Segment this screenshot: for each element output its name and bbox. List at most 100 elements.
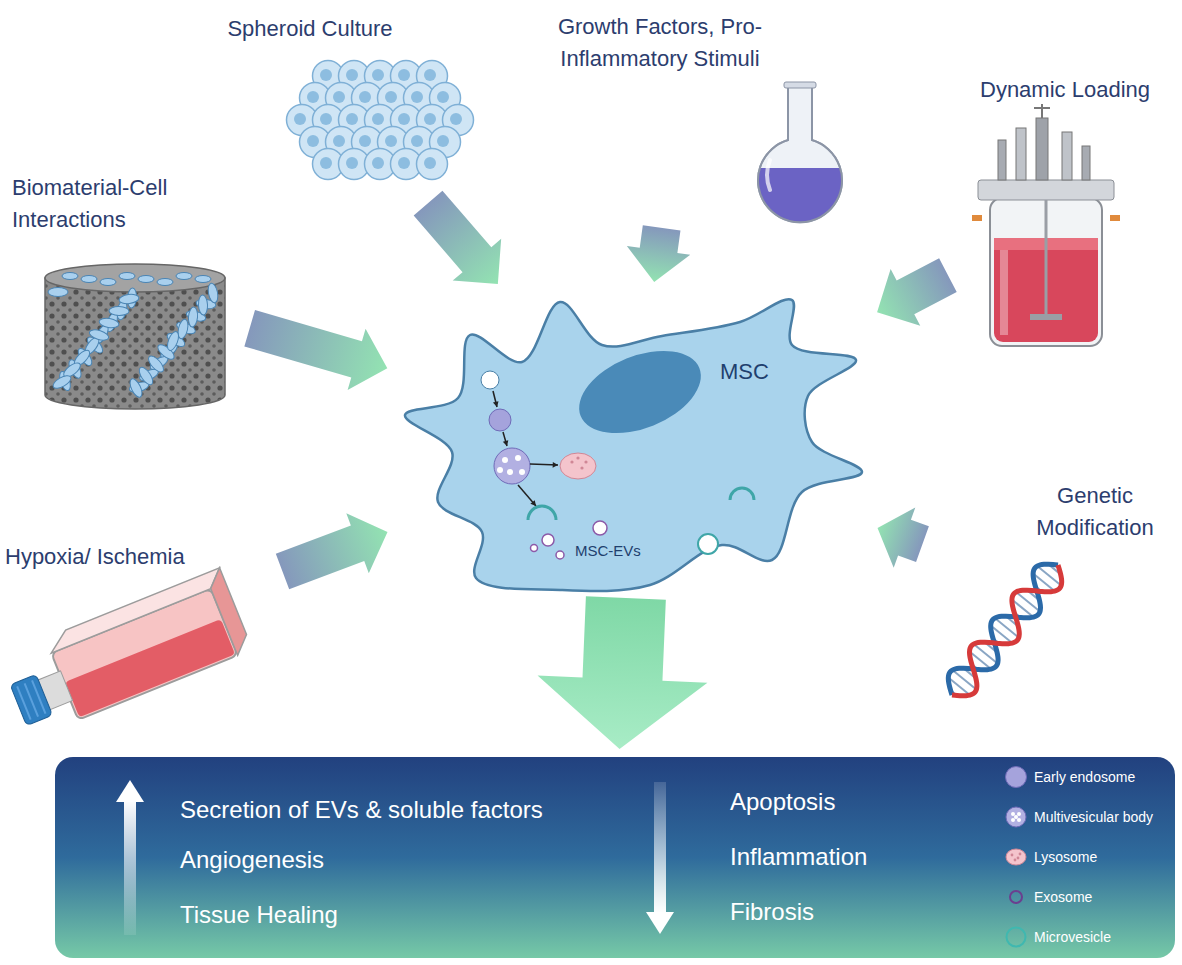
- spheroid-illustration-part: [320, 69, 332, 81]
- msc-cell-illustration: [405, 299, 862, 591]
- legend-symbol-part: [1017, 818, 1021, 822]
- stimulus-label: Biomaterial-Cell Interactions: [12, 172, 212, 236]
- scaffold-illustration-part: [51, 373, 73, 391]
- effect-label: Secretion of EVs & soluble factors: [180, 793, 650, 828]
- msc-cell-illustration-part: [489, 409, 511, 431]
- scaffold-illustration-part: [109, 306, 129, 315]
- legend-symbol-part: [1017, 812, 1021, 816]
- block-arrow: [414, 191, 501, 284]
- spheroid-illustration-part: [424, 69, 436, 81]
- effect-label: Fibrosis: [730, 895, 970, 930]
- outcome-panel-part: [646, 912, 674, 934]
- legend-symbol: [1005, 806, 1027, 828]
- legend-symbol-part: [1017, 857, 1020, 860]
- msc-cell-illustration-part: [556, 551, 564, 559]
- stimulus-label: Dynamic Loading: [965, 74, 1165, 106]
- legend-symbol: [1005, 926, 1027, 948]
- stimulus-label: Growth Factors, Pro-Inflammatory Stimuli: [510, 11, 810, 75]
- stimulus-label: Spheroid Culture: [210, 13, 410, 45]
- bioreactor-illustration-part: [1000, 250, 1008, 335]
- spheroid-illustration-part: [372, 113, 384, 125]
- culture-flask-illustration-part: [10, 674, 52, 725]
- scaffold-illustration-part: [100, 279, 116, 286]
- spheroid-illustration-part: [411, 135, 423, 147]
- legend-symbol-part: [1011, 818, 1015, 822]
- legend-symbol: [1005, 886, 1027, 908]
- effect-label: Apoptosis: [730, 785, 970, 820]
- legend-label: Lysosome: [1034, 849, 1097, 865]
- legend-symbol-part: [1014, 859, 1017, 862]
- msc-cell-illustration-part: [560, 453, 596, 479]
- spheroid-illustration-part: [385, 91, 397, 103]
- scaffold-illustration-part: [176, 273, 192, 280]
- spheroid-illustration: [287, 61, 474, 180]
- scaffold-illustration-part: [45, 278, 225, 409]
- scaffold-illustration-part: [62, 273, 78, 280]
- scaffold-illustration-part: [128, 377, 145, 399]
- legend-item: Microvesicle: [1005, 925, 1111, 949]
- bioreactor-illustration: [972, 104, 1120, 346]
- msc-cell-illustration-part: [493, 401, 499, 407]
- stimulus-node: Dynamic Loading: [955, 68, 1175, 360]
- msc-cell-illustration-part: [698, 534, 718, 554]
- msc-cell-illustration-part: [530, 500, 536, 506]
- outcome-panel-part: [124, 800, 136, 935]
- spheroid-illustration-part: [437, 91, 449, 103]
- msc-cell-illustration-part: [593, 521, 607, 535]
- spheroid-illustration-part: [346, 113, 358, 125]
- legend-item: Lysosome: [1005, 845, 1097, 869]
- scaffold-illustration-part: [195, 276, 211, 283]
- stimulus-node: Hypoxia/ Ischemia: [5, 535, 275, 715]
- legend-item: Multivesicular body: [1005, 805, 1153, 829]
- spheroid-illustration-part: [372, 157, 384, 169]
- legend-swatch: [1005, 766, 1027, 788]
- legend-symbol-part: [1019, 853, 1022, 856]
- bioreactor-illustration-part: [1110, 215, 1120, 221]
- outcome-panel: [55, 757, 1175, 958]
- scaffold-illustration-part: [81, 276, 97, 283]
- msc-cell-illustration-part: [507, 469, 513, 475]
- dna-illustration-part: [952, 565, 1062, 696]
- spheroid-illustration-part: [320, 157, 332, 169]
- msc-cell-illustration-part: [730, 488, 754, 500]
- legend-symbol-part: [1011, 812, 1015, 816]
- flask-illustration-part: [750, 168, 850, 228]
- legend-label: Multivesicular body: [1034, 809, 1153, 825]
- flask-illustration-part: [784, 82, 816, 88]
- effect-label: Angiogenesis: [180, 843, 480, 878]
- block-arrow: [627, 225, 690, 282]
- effect-label: Inflammation: [730, 840, 970, 875]
- scaffold-illustration-part: [45, 264, 225, 292]
- spheroid-illustration-part: [307, 91, 319, 103]
- bioreactor-illustration-part: [1036, 118, 1048, 180]
- msc-cell-illustration-part: [481, 371, 499, 389]
- legend-label: Early endosome: [1034, 769, 1135, 785]
- spheroid-illustration-part: [320, 113, 332, 125]
- culture-flask-illustration-part: [205, 568, 253, 656]
- spheroid-illustration-part: [307, 135, 319, 147]
- legend-item: Exosome: [1005, 885, 1092, 909]
- msc-cell-illustration-part: [497, 467, 503, 473]
- outcome-panel-part: [116, 780, 144, 802]
- bioreactor-illustration-part: [1045, 200, 1048, 320]
- legend-label: Exosome: [1034, 889, 1092, 905]
- msc-cell-illustration-part: [518, 485, 536, 506]
- dna-illustration-part: [948, 564, 1058, 695]
- legend-symbol-part: [1010, 891, 1022, 903]
- effect-label: Tissue Healing: [180, 898, 480, 933]
- msc-cell-illustration-part: [494, 448, 530, 484]
- spheroid-illustration-part: [346, 69, 358, 81]
- scaffold-illustration-part: [88, 328, 110, 342]
- scaffold-illustration-part: [146, 354, 166, 375]
- legend-symbol-part: [1006, 849, 1026, 865]
- spheroid-illustration-part: [398, 157, 410, 169]
- spheroid-illustration-part: [424, 113, 436, 125]
- block-arrow: [877, 258, 957, 325]
- spheroid-illustration-part: [411, 91, 423, 103]
- bioreactor-illustration-part: [978, 180, 1114, 200]
- spheroid-illustration-part: [333, 91, 345, 103]
- msc-cell-illustration-part: [542, 534, 554, 546]
- dna-illustration: [948, 564, 1061, 695]
- spheroid-illustration-part: [424, 157, 436, 169]
